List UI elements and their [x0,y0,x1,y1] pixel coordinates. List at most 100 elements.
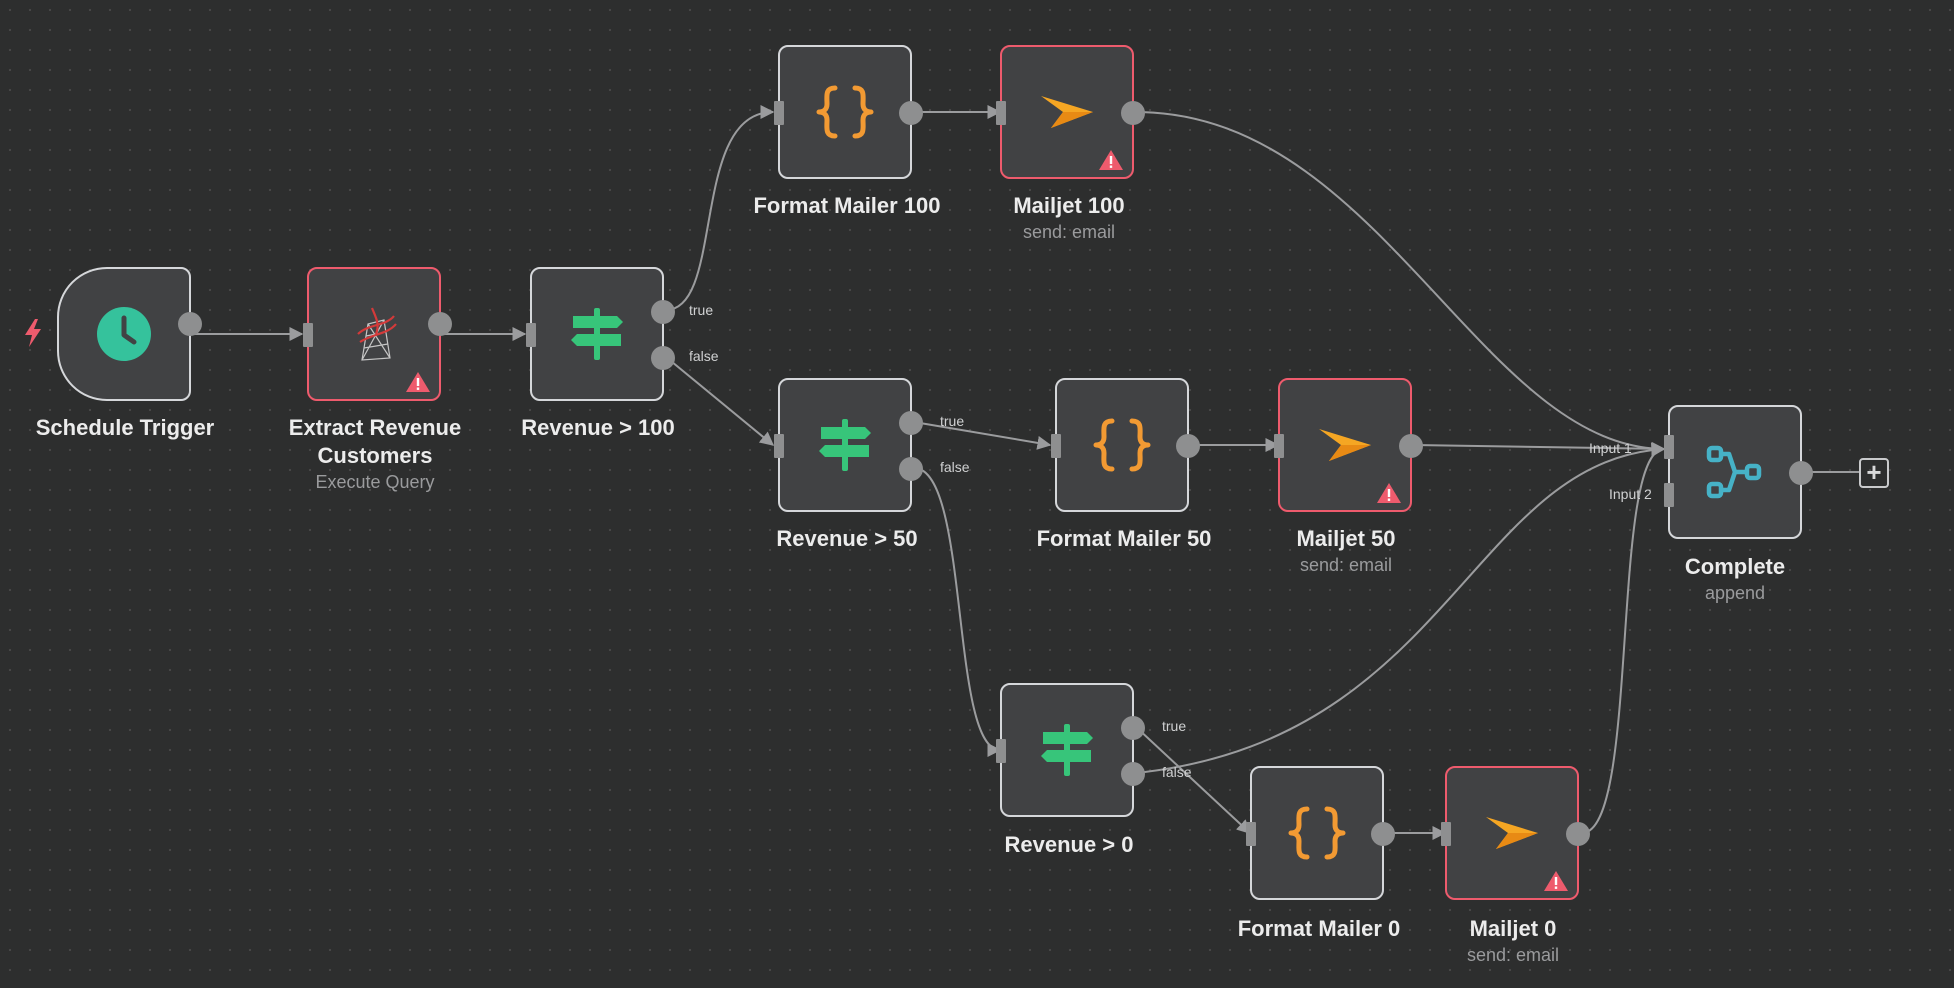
true-output-port[interactable] [899,411,923,435]
output-port[interactable] [1399,434,1423,458]
output-port[interactable] [1566,822,1590,846]
output-port[interactable] [1371,822,1395,846]
output-port[interactable] [1176,434,1200,458]
input-port[interactable] [1051,434,1061,458]
input-port[interactable] [996,739,1006,763]
mailjet-100-node[interactable] [996,45,1145,179]
node-title: Revenue > 0 [1004,832,1134,857]
format-mailer-0-label: Format Mailer 0 [1209,915,1429,943]
node-subtitle: Execute Query [315,472,435,492]
signpost-icon [819,419,871,471]
revenue-0-node[interactable] [996,683,1145,817]
paper-plane-icon [1041,96,1093,128]
format-mailer-50-node[interactable] [1051,378,1200,512]
edge-mj50-complete [1413,441,1666,456]
edge-mj0-complete [1581,442,1666,834]
input-port[interactable] [1441,822,1451,846]
input-2-port[interactable] [1664,483,1674,507]
input-port[interactable] [1246,822,1256,846]
revenue-100-node[interactable] [526,267,675,401]
input-1-port[interactable] [1664,435,1674,459]
node-title-line2: Customers [317,443,433,468]
input-port[interactable] [996,101,1006,125]
output-port[interactable] [428,312,452,336]
warning-icon [1544,871,1568,891]
node-title: Schedule Trigger [35,415,215,440]
paper-plane-icon [1319,429,1371,461]
input-port[interactable] [303,323,313,347]
node-title: Revenue > 100 [521,415,675,440]
complete-node[interactable] [1664,405,1813,539]
extract-revenue-customers-node[interactable] [303,267,452,401]
warning-icon [1099,150,1123,170]
input-port[interactable] [774,101,784,125]
false-output-port[interactable] [899,457,923,481]
output-port[interactable] [899,101,923,125]
schedule-trigger-label: Schedule Trigger [15,414,235,442]
input-port[interactable] [774,434,784,458]
input-1-label: Input 1 [1589,440,1632,456]
revenue-50-node[interactable] [774,378,923,512]
format-mailer-100-node[interactable] [774,45,923,179]
node-title: Format Mailer 100 [753,193,941,218]
output-port[interactable] [1789,461,1813,485]
edge-rev50-true-fmt50 [913,421,1052,450]
braces-icon [1093,418,1151,472]
node-subtitle: append [1704,583,1766,603]
node-title: Revenue > 50 [776,526,918,551]
node-title: Format Mailer 50 [1036,526,1212,551]
edge-rev0-false-complete [1135,442,1666,774]
input-port[interactable] [526,323,536,347]
mailjet-100-label: Mailjet 100 send: email [959,192,1179,244]
true-port-label: true [940,413,965,429]
edge-rev50-false-rev0 [913,467,1002,757]
mailjet-0-label: Mailjet 0 send: email [1403,915,1623,967]
warning-icon [406,372,430,392]
paper-plane-icon [1486,817,1538,849]
output-port[interactable] [178,312,202,336]
signpost-icon [1041,724,1093,776]
false-output-port[interactable] [651,346,675,370]
mailjet-0-node[interactable] [1441,766,1590,900]
revenue-50-label: Revenue > 50 [737,525,957,553]
node-title: Extract Revenue [288,415,462,440]
mailjet-50-node[interactable] [1274,378,1423,512]
node-title: Complete [1684,554,1786,579]
node-subtitle: send: email [1466,945,1560,965]
braces-icon [816,85,874,139]
input-port[interactable] [1274,434,1284,458]
format-mailer-100-label: Format Mailer 100 [737,192,957,220]
edge-rev0-true-fmt0 [1135,726,1252,834]
node-subtitle: send: email [1022,222,1116,242]
edge-rev100-true-fmt100 [665,105,775,311]
input-2-label: Input 2 [1609,486,1652,502]
output-port[interactable] [1121,101,1145,125]
node-title: Format Mailer 0 [1237,916,1401,941]
node-title: Mailjet 0 [1469,916,1557,941]
false-port-label: false [689,348,719,364]
node-subtitle: send: email [1299,555,1393,575]
false-output-port[interactable] [1121,762,1145,786]
merge-icon [1706,445,1762,499]
true-output-port[interactable] [1121,716,1145,740]
lightning-icon [25,319,41,347]
node-title: Mailjet 100 [1013,193,1125,218]
clock-icon [97,307,151,361]
revenue-0-label: Revenue > 0 [959,831,1179,859]
mailjet-50-label: Mailjet 50 send: email [1236,525,1456,577]
format-mailer-0-node[interactable] [1246,766,1395,900]
braces-icon [1288,806,1346,860]
false-port-label: false [1162,764,1192,780]
true-output-port[interactable] [651,300,675,324]
edge-mj100-complete [1135,111,1666,456]
true-port-label: true [1162,718,1187,734]
schedule-trigger-node[interactable] [57,267,202,401]
sql-server-icon [357,307,397,361]
true-port-label: true [689,302,714,318]
format-mailer-50-label: Format Mailer 50 [1014,525,1234,553]
signpost-icon [571,308,623,360]
add-node-button[interactable]: + [1859,458,1889,488]
extract-revenue-customers-label: Extract Revenue Customers Execute Query [265,414,485,494]
false-port-label: false [940,459,970,475]
